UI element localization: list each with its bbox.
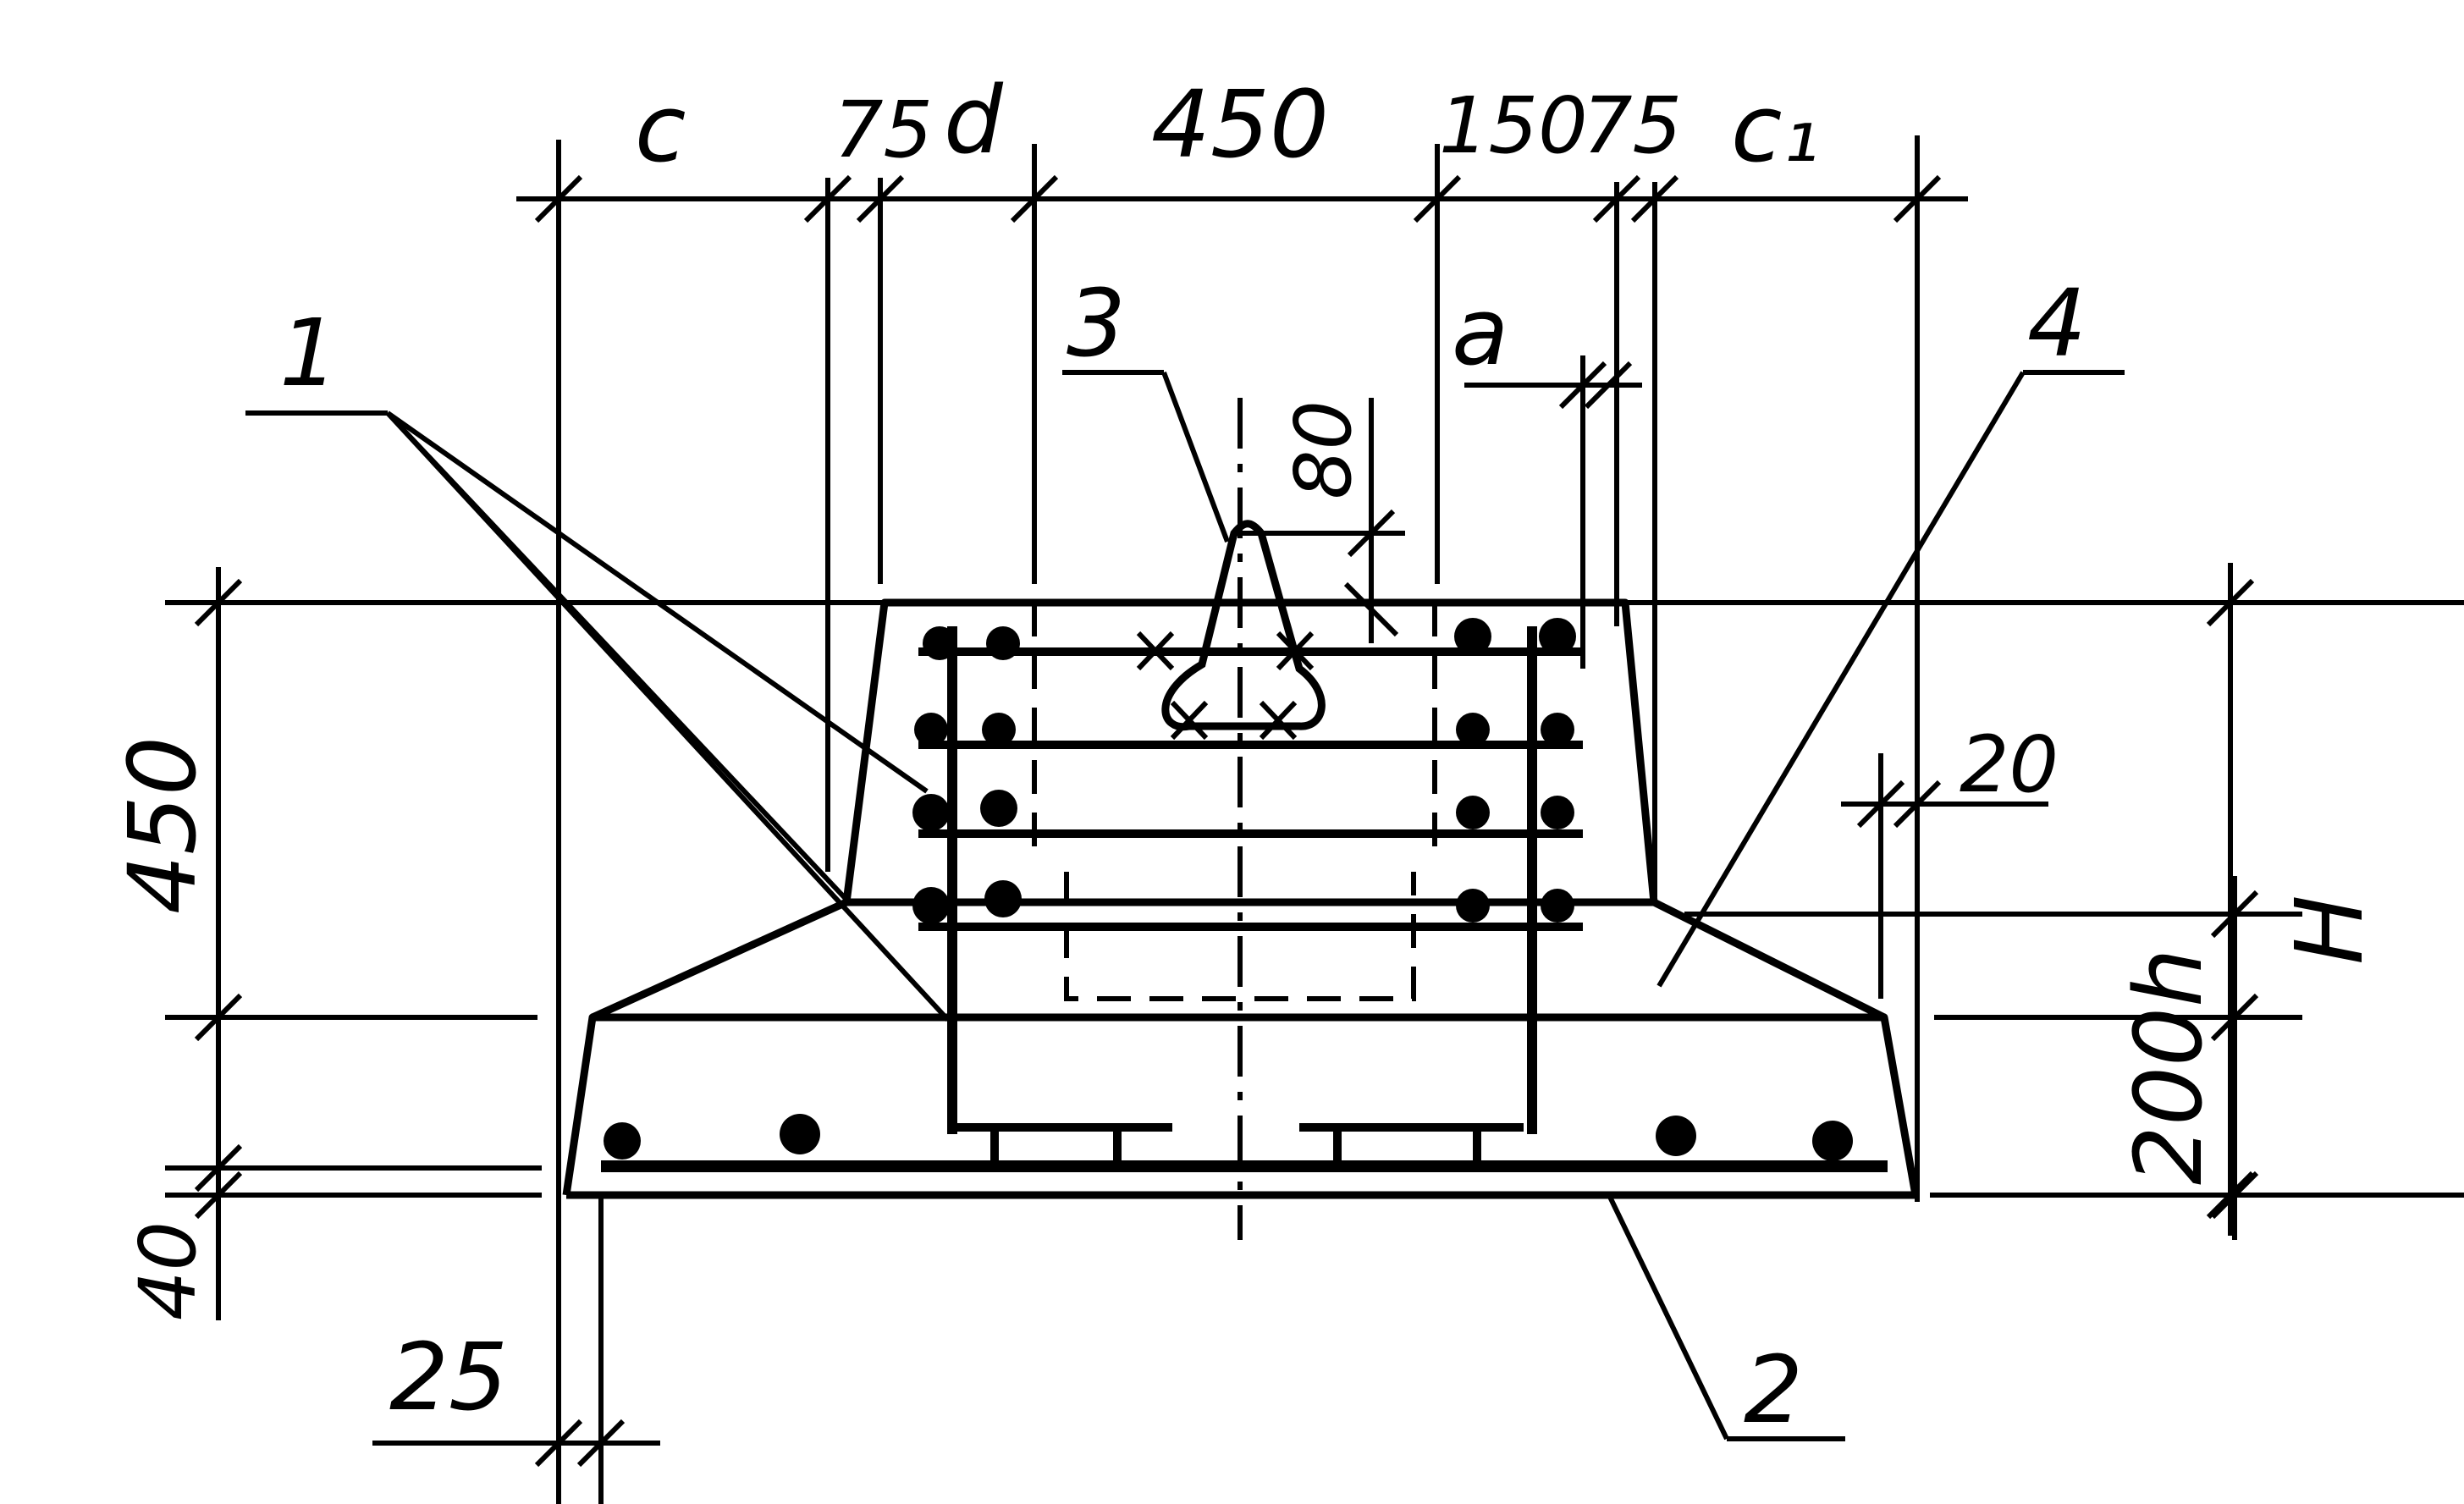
dim-H: H — [2275, 895, 2384, 965]
leader-lines — [245, 370, 2125, 1441]
callout-labels: 1 3 4 2 — [279, 269, 2086, 1444]
dimension-ticks — [196, 177, 2257, 1465]
dim-75-right: 75 — [1583, 80, 1682, 171]
dim-c: c — [635, 74, 686, 183]
dim-150: 150 — [1439, 80, 1588, 171]
dim-25: 25 — [389, 1323, 508, 1431]
dim-80: 80 — [1278, 400, 1369, 499]
dim-d: d — [944, 66, 1004, 174]
dim-20: 20 — [1960, 719, 2059, 810]
reinforcement-cage — [601, 520, 1888, 1172]
callout-1: 1 — [279, 299, 339, 407]
foundation-outline — [562, 598, 1920, 1199]
dimension-labels: c 75 d 450 150 75 c₁ a 80 20 450 40 25 h… — [108, 66, 2384, 1431]
callout-3: 3 — [1067, 269, 1126, 377]
rebar-sections — [604, 618, 1853, 1161]
dim-75-left: 75 — [834, 85, 933, 175]
dim-450-left: 450 — [108, 736, 217, 914]
anchor-bolts-dashed — [1032, 603, 1437, 1001]
dim-200: 200 — [2114, 1007, 2223, 1185]
callout-4: 4 — [2027, 269, 2086, 377]
dim-c1: c₁ — [1731, 74, 1820, 183]
dim-a: a — [1452, 278, 1508, 386]
dim-40: 40 — [123, 1221, 213, 1320]
dim-h: h — [2114, 948, 2223, 1007]
callout-2: 2 — [1744, 1336, 1803, 1444]
dimension-lines — [165, 135, 2464, 1504]
dim-450-top: 450 — [1151, 70, 1329, 179]
